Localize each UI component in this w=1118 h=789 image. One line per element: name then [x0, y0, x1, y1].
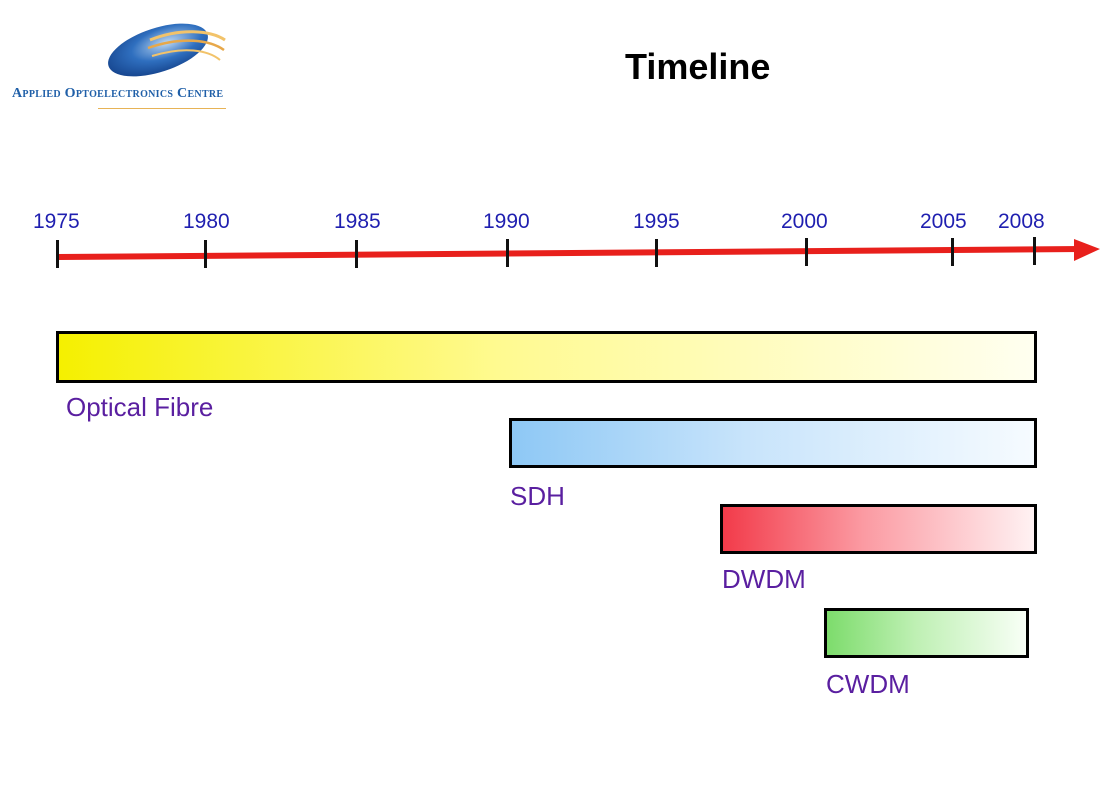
sdh-label: SDH: [510, 481, 565, 511]
optical-fibre-bar: [56, 331, 1037, 383]
year-tick: [355, 240, 358, 268]
cwdm-label: CWDM: [826, 669, 910, 699]
year-tick: [204, 240, 207, 268]
year-label: 1995: [633, 210, 680, 233]
logo-text: Applied Optoelectronics Centre: [12, 86, 224, 101]
year-label: 2008: [998, 210, 1045, 233]
year-label: 1980: [183, 210, 230, 233]
year-label: 1975: [33, 210, 80, 233]
year-tick: [56, 240, 59, 268]
year-tick: [655, 239, 658, 267]
year-label: 2000: [781, 210, 828, 233]
logo-icon: [108, 23, 226, 77]
year-label: 2005: [920, 210, 967, 233]
optical-fibre-label: Optical Fibre: [66, 392, 214, 422]
year-label: 1985: [334, 210, 381, 233]
cwdm-bar: [824, 608, 1029, 658]
year-label: 1990: [483, 210, 530, 233]
dwdm-label: DWDM: [722, 564, 806, 594]
logo-underline: [98, 108, 226, 109]
year-tick: [805, 238, 808, 266]
page-title: Timeline: [625, 46, 771, 87]
year-tick: [506, 239, 509, 267]
timeline-arrow: [57, 239, 1100, 261]
dwdm-bar: [720, 504, 1037, 554]
sdh-bar: [509, 418, 1037, 468]
year-tick: [951, 238, 954, 266]
year-tick: [1033, 237, 1036, 265]
